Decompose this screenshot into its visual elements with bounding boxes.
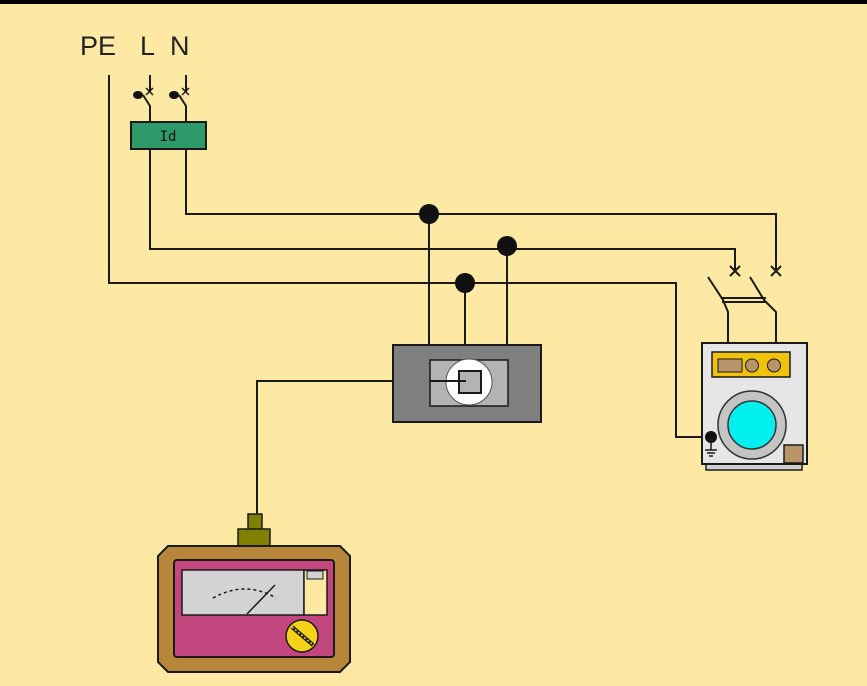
ground-icon [705, 437, 717, 457]
switch-handle-n [169, 91, 179, 99]
switch-handle-l [133, 91, 143, 99]
wire-pe [108, 75, 711, 438]
switch-blade-l [707, 276, 729, 343]
probe-connector-base [237, 528, 271, 547]
wire-l [149, 149, 736, 270]
rcd-switch-crosses [145, 87, 190, 96]
meter-side-panel [303, 569, 328, 616]
switch-blade-n [749, 276, 777, 343]
junction-pe [455, 273, 475, 293]
wire-l-switch [142, 94, 151, 122]
meter-screen [181, 569, 305, 616]
label-l: L [140, 31, 155, 61]
wire-n-switch [178, 94, 187, 122]
socket [392, 344, 542, 423]
top-border [0, 0, 867, 4]
rcd-device [130, 121, 207, 150]
label-pe: PE [80, 31, 116, 61]
meter-needle [246, 584, 276, 615]
junction-n [419, 204, 439, 224]
washer-drum [727, 400, 777, 450]
rcd-label: Id [160, 129, 177, 145]
meter-scale [212, 588, 277, 599]
earth-tester-meter [157, 513, 351, 673]
switch-contacts [729, 265, 782, 277]
label-n: N [170, 31, 190, 61]
probe-connector-top [247, 513, 263, 531]
washing-machine [701, 342, 808, 471]
wire-n [185, 149, 777, 270]
junction-l [497, 236, 517, 256]
